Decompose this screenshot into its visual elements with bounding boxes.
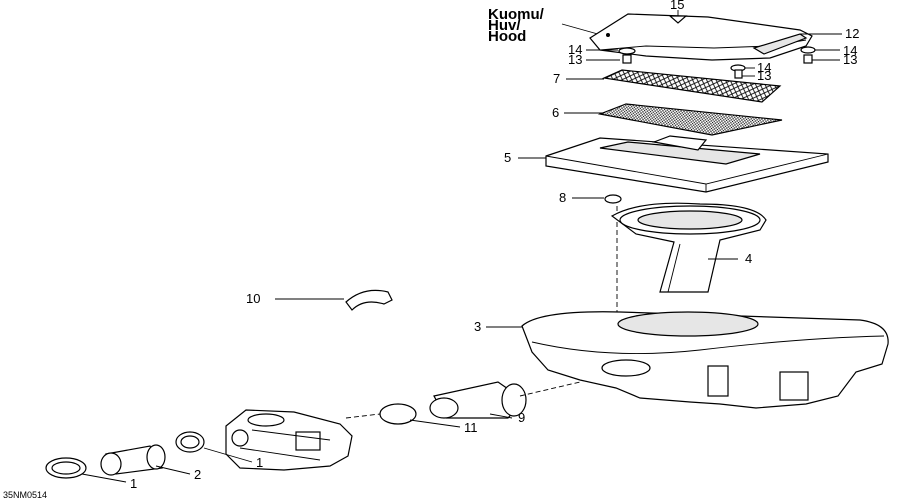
callout-1-upper-leader xyxy=(203,447,253,463)
hood-label-line-1: Kuomu/ xyxy=(488,6,545,23)
airbox-part xyxy=(521,311,889,409)
carburetor-part xyxy=(225,409,353,471)
callout-7: 7 xyxy=(553,71,560,86)
callout-12: 12 xyxy=(845,26,859,41)
callout-5: 5 xyxy=(504,150,511,165)
callout-15: 15 xyxy=(670,0,684,12)
hood-label: Kuomu/ Huv/ Hood xyxy=(488,6,548,45)
callout-14-left: 14 xyxy=(568,42,582,57)
clamp-lower-part xyxy=(45,457,87,479)
callout-4: 4 xyxy=(745,251,752,266)
callout-9: 9 xyxy=(518,410,525,425)
screw-right xyxy=(803,54,813,64)
intake-boot-part xyxy=(429,381,527,419)
callout-6: 6 xyxy=(552,105,559,120)
grommet-part xyxy=(604,194,622,204)
alignment-line-screen xyxy=(345,413,381,419)
callout-2-leader xyxy=(155,465,191,475)
callout-10: 10 xyxy=(246,291,260,306)
washer-left xyxy=(618,47,636,55)
callout-1-lower: 1 xyxy=(130,476,137,491)
callout-8: 8 xyxy=(559,190,566,205)
fine-filter-part xyxy=(597,103,783,136)
washer-right xyxy=(800,46,816,54)
clip-part xyxy=(345,289,393,311)
intake-horn-part xyxy=(610,202,767,293)
clamp-upper-part xyxy=(175,431,205,453)
callout-3: 3 xyxy=(474,319,481,334)
callout-1-upper: 1 xyxy=(256,455,263,470)
callout-13-left: 13 xyxy=(568,52,582,67)
callout-14-right: 14 xyxy=(843,43,857,58)
callout-9-leader xyxy=(489,413,513,419)
adaptor-part xyxy=(100,444,166,476)
screen-part xyxy=(379,403,417,425)
hood-emblem-part xyxy=(668,15,688,24)
alignment-line-boot xyxy=(519,381,581,397)
reference-code: 35NM0514 xyxy=(3,490,47,500)
filter-frame-part xyxy=(545,135,829,193)
callout-1-lower-leader xyxy=(81,473,127,483)
mesh-filter-part xyxy=(601,69,782,103)
callout-14-center: 14 xyxy=(757,60,771,75)
screw-left xyxy=(622,54,632,64)
screw-center xyxy=(734,69,743,79)
callout-11: 11 xyxy=(464,420,478,435)
callout-13-center: 13 xyxy=(757,68,771,83)
hood-label-line-3: Hood xyxy=(488,28,526,45)
callout-2: 2 xyxy=(194,467,201,482)
hood-label-line-2: Huv/ xyxy=(488,17,521,34)
callout-11-leader xyxy=(409,419,461,428)
callout-13-right: 13 xyxy=(843,52,857,67)
